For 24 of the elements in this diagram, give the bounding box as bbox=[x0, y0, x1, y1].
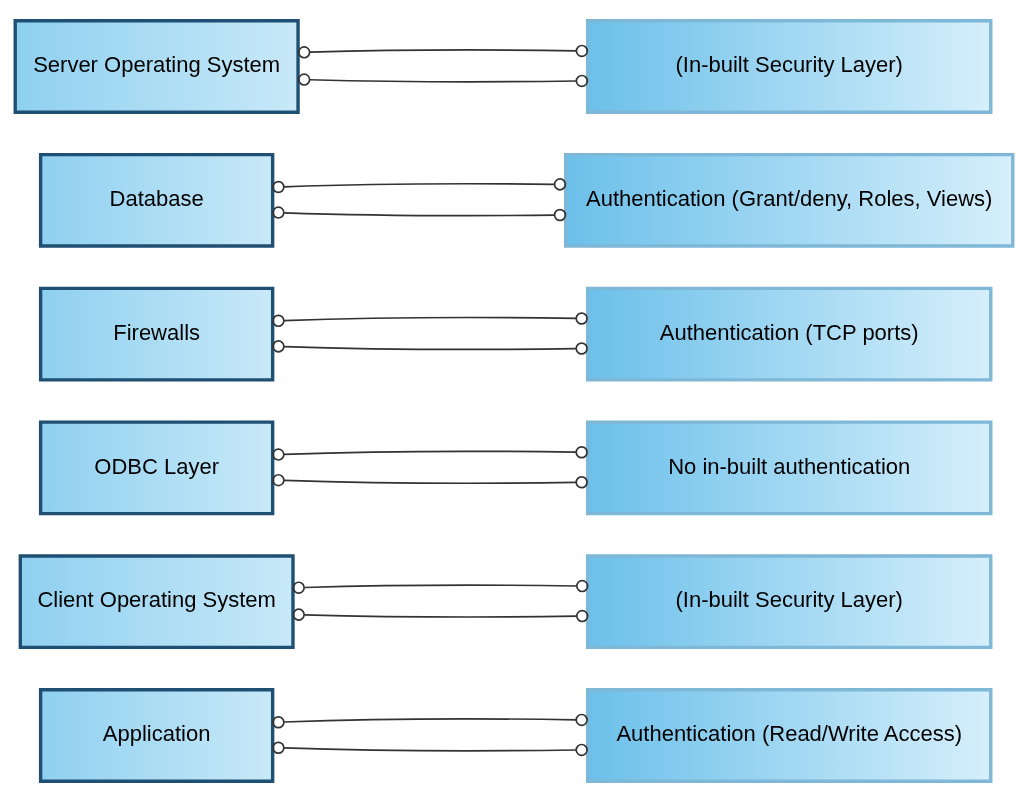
node-box: Authentication (Grant/deny, Roles, Views) bbox=[563, 152, 1015, 248]
node-box: Client Operating System bbox=[18, 553, 295, 649]
connector bbox=[272, 177, 567, 193]
node-box: ODBC Layer bbox=[38, 419, 275, 515]
connector bbox=[297, 72, 589, 87]
connector bbox=[272, 473, 588, 489]
connector bbox=[292, 607, 589, 622]
node-box: (In-built Security Layer) bbox=[585, 553, 993, 649]
node-box: Database bbox=[38, 152, 275, 248]
connector bbox=[272, 713, 588, 728]
connector bbox=[272, 311, 588, 327]
node-box: No in-built authentication bbox=[585, 419, 993, 515]
connector bbox=[292, 579, 589, 594]
node-box: Authentication (Read/Write Access) bbox=[585, 687, 993, 783]
node-box: Application bbox=[38, 687, 275, 783]
connector bbox=[297, 44, 589, 59]
node-box: Server Operating System bbox=[13, 18, 300, 114]
connector bbox=[272, 741, 588, 756]
node-box: Firewalls bbox=[38, 286, 275, 382]
node-box: (In-built Security Layer) bbox=[585, 18, 993, 114]
node-box: Authentication (TCP ports) bbox=[585, 286, 993, 382]
connector bbox=[272, 205, 567, 221]
connector bbox=[272, 339, 588, 355]
connector bbox=[272, 445, 588, 461]
